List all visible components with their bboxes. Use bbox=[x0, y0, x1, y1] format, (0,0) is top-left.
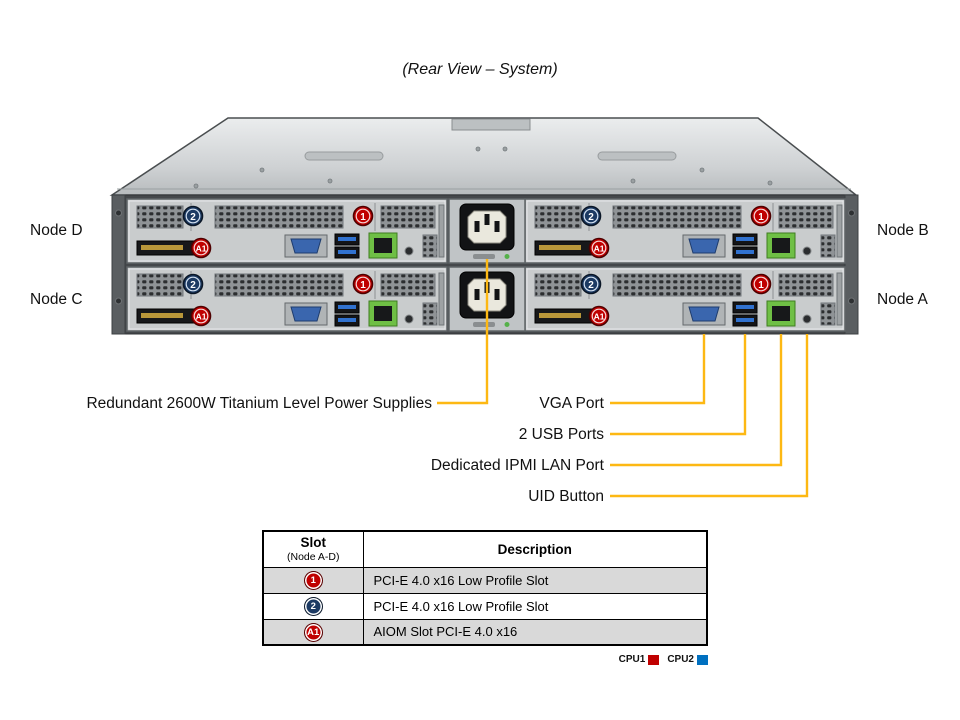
chassis-ear-right bbox=[844, 194, 859, 335]
node-tray-node-a bbox=[524, 266, 846, 332]
callout-label-uid: UID Button bbox=[528, 488, 604, 505]
node-tray-node-d bbox=[126, 198, 448, 264]
lid-latch bbox=[451, 118, 531, 131]
node-tray-node-c bbox=[126, 266, 448, 332]
callout-line-uid bbox=[610, 334, 809, 498]
callout-label-usb: 2 USB Ports bbox=[518, 426, 604, 443]
header-slot-subtitle: (Node A-D) bbox=[286, 551, 340, 564]
cpu1-label: CPU1 bbox=[618, 654, 646, 665]
slot-description: AIOM Slot PCI-E 4.0 x16 bbox=[362, 618, 708, 646]
slot-table-header-description: Description bbox=[362, 530, 708, 568]
header-slot-title: Slot bbox=[300, 535, 327, 551]
cpu2-label: CPU2 bbox=[667, 654, 694, 665]
callout-line-ipmi bbox=[610, 334, 783, 467]
node-label-b: Node B bbox=[877, 222, 929, 239]
slot2-badge: 2 bbox=[303, 597, 323, 616]
psu-top bbox=[448, 198, 526, 264]
callout-label-ipmi: Dedicated IPMI LAN Port bbox=[430, 457, 604, 474]
node-label-a: Node A bbox=[877, 291, 928, 308]
callout-line-usb bbox=[610, 334, 747, 436]
chassis-illustration bbox=[109, 117, 859, 335]
table-row: 2 PCI-E 4.0 x16 Low Profile Slot bbox=[262, 592, 708, 620]
callout-lines bbox=[437, 259, 809, 498]
lid-handle-slot bbox=[597, 151, 677, 161]
slot1-badge: 1 bbox=[303, 571, 323, 590]
slot-badge-cell: 2 bbox=[262, 592, 364, 620]
slot-description: PCI-E 4.0 x16 Low Profile Slot bbox=[362, 566, 708, 594]
slot-badge-cell: A1 bbox=[262, 618, 364, 646]
slot-table-header-slot: Slot (Node A-D) bbox=[262, 530, 364, 568]
callout-line-vga bbox=[610, 334, 706, 405]
cpu-legend: CPU1 CPU2 bbox=[611, 654, 708, 665]
aiom-badge: A1 bbox=[303, 622, 323, 642]
cpu1-swatch bbox=[648, 654, 660, 665]
slot-table-header-row: Slot (Node A-D) Description bbox=[262, 530, 708, 568]
chassis-ear-left bbox=[111, 194, 126, 335]
cpu2-swatch bbox=[697, 654, 708, 665]
callout-label-psu: Redundant 2600W Titanium Level Power Sup… bbox=[86, 395, 432, 412]
callout-label-vga: VGA Port bbox=[539, 395, 604, 412]
slot-badge-cell: 1 bbox=[262, 566, 364, 594]
slot-description: PCI-E 4.0 x16 Low Profile Slot bbox=[362, 592, 708, 620]
lid-handle-slot bbox=[304, 151, 384, 161]
lid-screws bbox=[193, 146, 773, 189]
ear-screws bbox=[115, 209, 855, 305]
node-label-c: Node C bbox=[30, 291, 83, 308]
callout-line-psu bbox=[437, 259, 489, 405]
page-title: (Rear View – System) bbox=[402, 61, 558, 78]
table-row: 1 PCI-E 4.0 x16 Low Profile Slot bbox=[262, 566, 708, 594]
node-tray-node-b bbox=[524, 198, 846, 264]
table-row: A1 AIOM Slot PCI-E 4.0 x16 bbox=[262, 618, 708, 646]
node-label-d: Node D bbox=[30, 222, 83, 239]
slot-table: Slot (Node A-D) Description 1 PCI-E 4.0 … bbox=[262, 530, 708, 646]
